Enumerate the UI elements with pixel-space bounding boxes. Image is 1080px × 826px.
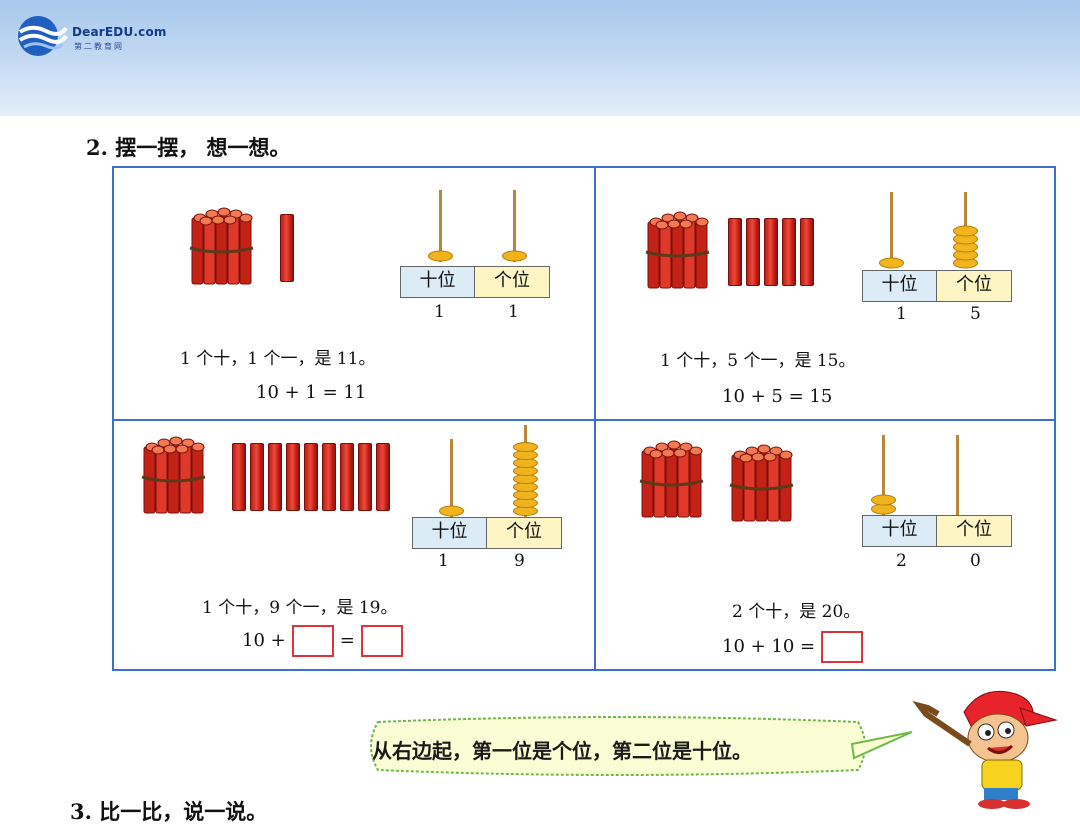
panel-sentence: 1 个十，1 个一，是 11。 (180, 349, 376, 369)
bundle-of-ten-icon (140, 435, 207, 515)
exercise-grid: 十位 个位 1 1 1 个十，1 个一，是 11。 10 + 1 = 11 (112, 166, 1056, 671)
abacus-icon (439, 425, 538, 517)
stick (280, 214, 294, 282)
stick (728, 218, 742, 286)
loose-sticks (232, 443, 390, 511)
wave-logo-icon (18, 16, 68, 56)
stick (268, 443, 282, 511)
abacus-icon (428, 190, 527, 262)
tens-header: 十位 (413, 518, 487, 548)
ones-header: 个位 (937, 271, 1011, 301)
logo-subtitle: 第二教育网 (74, 42, 124, 51)
stick (800, 218, 814, 286)
panel-equation: 10 + 5 = 15 (722, 386, 833, 407)
equation-part: 10 + (242, 630, 286, 651)
panel-equation: 10 + 10 = (722, 631, 869, 663)
stick (358, 443, 372, 511)
ones-header: 个位 (937, 516, 1011, 546)
stick (304, 443, 318, 511)
ones-digit: 1 (508, 302, 519, 322)
tens-digit: 2 (896, 551, 907, 571)
place-value-table: 十位 个位 (862, 270, 1012, 302)
answer-box-blank[interactable] (821, 631, 864, 663)
place-value-table: 十位 个位 (862, 515, 1012, 547)
exercise-title: 2. 摆一摆， 想一想。 (86, 135, 291, 160)
ones-digit: 9 (514, 551, 525, 571)
tens-digit: 1 (438, 551, 449, 571)
place-value-table: 十位 个位 (412, 517, 562, 549)
abacus-icon (879, 192, 978, 269)
answer-box-blank[interactable] (291, 625, 334, 657)
bundle-of-ten-icon (728, 443, 795, 523)
ones-header: 个位 (487, 518, 561, 548)
stick (250, 443, 264, 511)
stick (286, 443, 300, 511)
tens-header: 十位 (863, 271, 937, 301)
place-value-table: 十位 个位 (400, 266, 550, 298)
stick (376, 443, 390, 511)
panel-sentence: 1 个十，5 个一，是 15。 (660, 351, 856, 371)
stick (340, 443, 354, 511)
bundle-of-ten-icon (638, 439, 705, 519)
loose-sticks (280, 214, 294, 282)
tens-digit: 1 (896, 304, 907, 324)
bundle-of-ten-icon (188, 206, 255, 286)
equals-sign: = (339, 630, 355, 651)
grid-divider-vertical (594, 168, 596, 669)
panel-11: 十位 个位 1 1 1 个十，1 个一，是 11。 10 + 1 = 11 (116, 170, 586, 416)
ones-digit: 5 (970, 304, 981, 324)
bundle-of-ten-icon (644, 210, 711, 290)
ones-digit: 0 (970, 551, 981, 571)
stick (322, 443, 336, 511)
logo-name: DearEDU.com (72, 25, 167, 39)
grid-divider-horizontal (114, 419, 1054, 421)
equation-part: 10 + 10 = (722, 636, 816, 657)
stick (232, 443, 246, 511)
panel-equation: 10 + = (242, 625, 409, 657)
panel-20: 十位 个位 2 0 2 个十，是 20。 10 + 10 = (598, 423, 1068, 669)
panel-sentence: 1 个十，9 个一，是 19。 (202, 598, 398, 618)
site-logo[interactable]: DearEDU.com 第二教育网 (16, 14, 176, 62)
stick (782, 218, 796, 286)
stick (746, 218, 760, 286)
tens-header: 十位 (401, 267, 475, 297)
answer-box-blank[interactable] (360, 625, 403, 657)
stick (764, 218, 778, 286)
tip-text: 从右边起，第一位是个位，第二位是十位。 (372, 739, 752, 763)
cartoon-boy-icon (912, 690, 1058, 809)
tens-header: 十位 (863, 516, 937, 546)
ones-header: 个位 (475, 267, 549, 297)
loose-sticks (728, 218, 814, 286)
next-exercise-heading-partial: 3. 比一比，说一说。 (70, 799, 268, 824)
panel-19: 十位 个位 1 9 1 个十，9 个一，是 19。 10 + = (116, 423, 586, 669)
tens-digit: 1 (434, 302, 445, 322)
panel-equation: 10 + 1 = 11 (256, 382, 367, 403)
header-banner: DearEDU.com 第二教育网 (0, 0, 1080, 116)
speech-bubble (370, 716, 913, 776)
panel-15: 十位 个位 1 5 1 个十，5 个一，是 15。 10 + 5 = 15 (598, 170, 1068, 416)
panel-sentence: 2 个十，是 20。 (732, 602, 861, 622)
abacus-icon (871, 435, 959, 515)
